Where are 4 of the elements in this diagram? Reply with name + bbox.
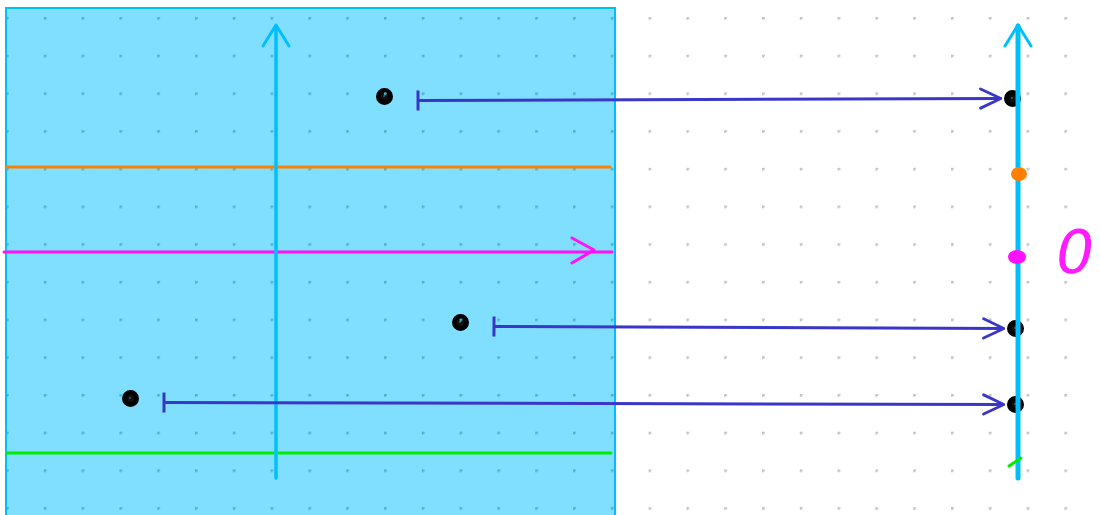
arrow xyxy=(162,391,1006,416)
arrow xyxy=(416,87,1003,112)
arrow xyxy=(492,315,1006,340)
axis-label: 0 xyxy=(1050,222,1100,282)
